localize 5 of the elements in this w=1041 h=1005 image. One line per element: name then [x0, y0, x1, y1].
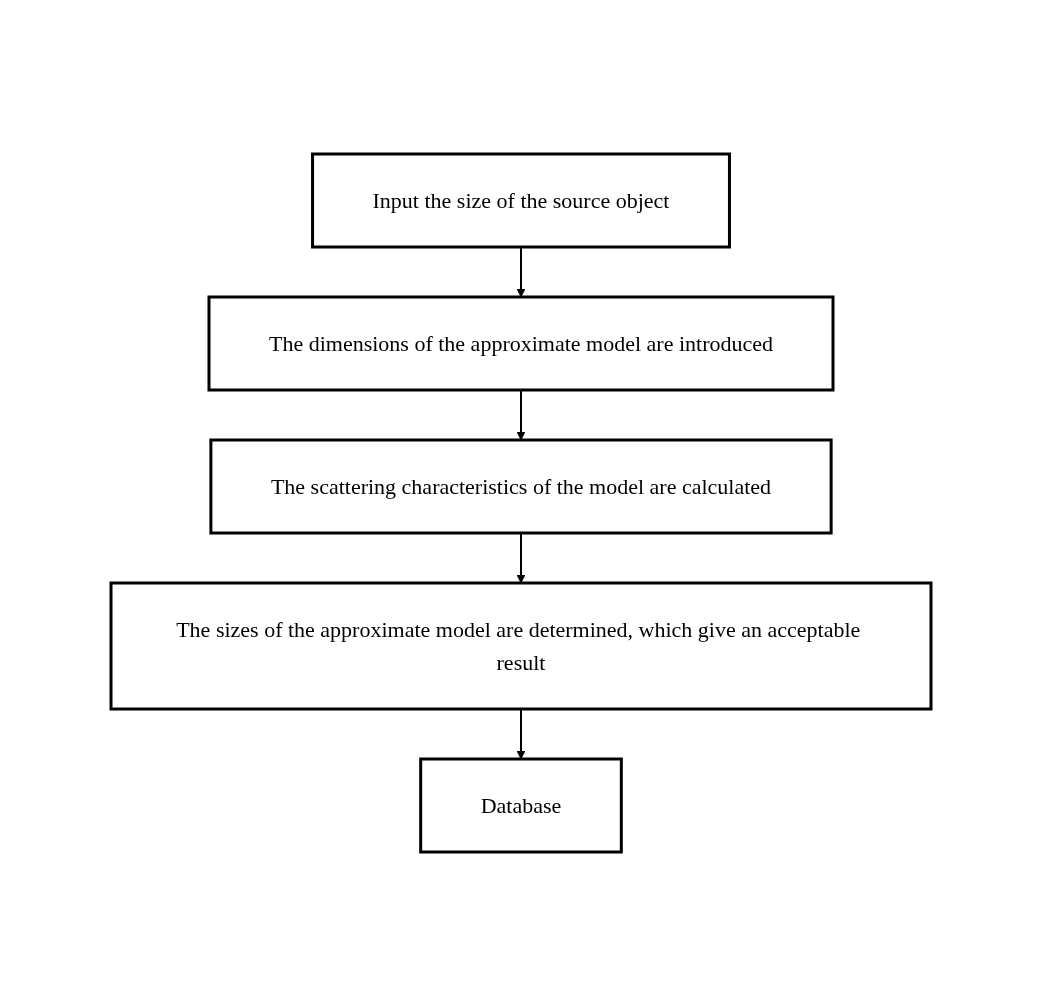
node-box: The dimensions of the approximate model are introduced [207, 295, 834, 391]
node-box: Database [418, 757, 623, 853]
node-box: The scattering characteristics of the model are calculated [208, 438, 833, 534]
node-box: The sizes of the approximate model are determined, which give an acceptable result [109, 581, 932, 710]
node-box: Input the size of the source object [310, 152, 731, 248]
